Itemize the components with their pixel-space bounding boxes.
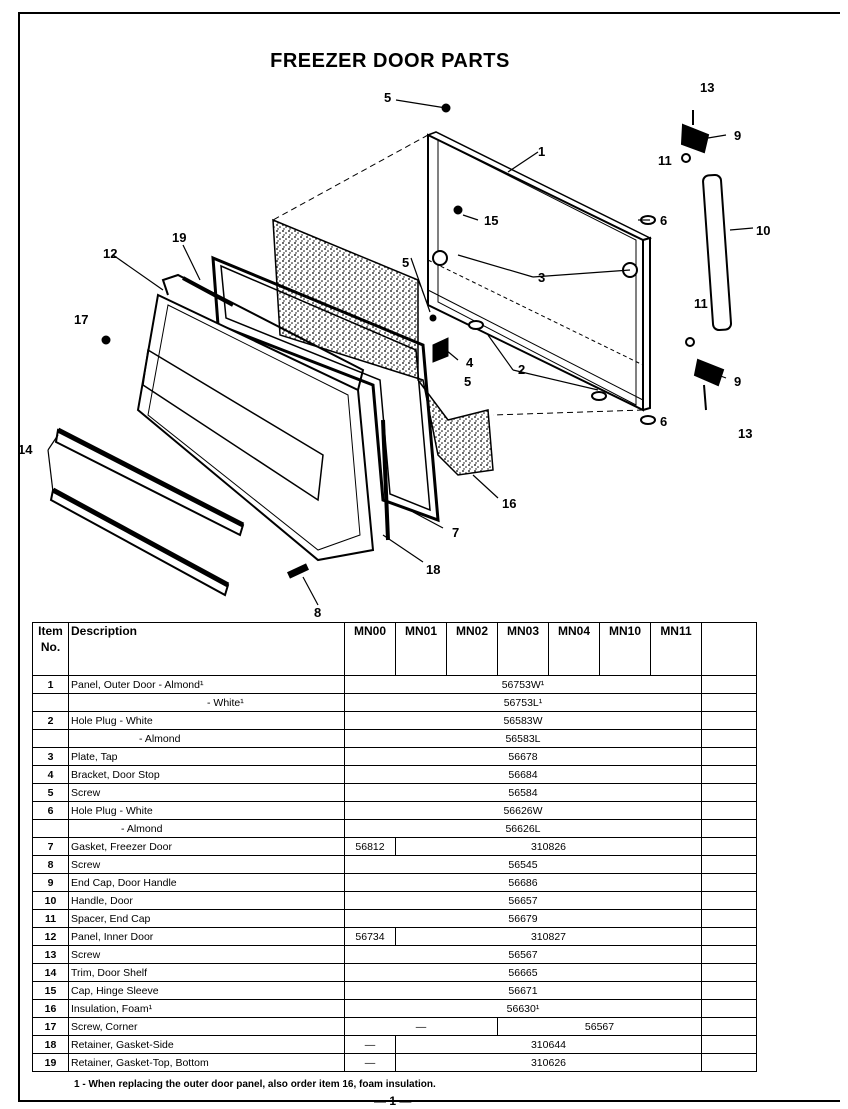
- page-title: FREEZER DOOR PARTS: [270, 50, 510, 72]
- table-row: 4 Bracket, Door Stop 56684: [32, 765, 757, 784]
- table-row: 6 Hole Plug - White 56626W: [32, 801, 757, 820]
- callout-17: 17: [74, 312, 88, 327]
- callout-1: 1: [538, 144, 545, 159]
- header-model: MN04: [548, 622, 600, 676]
- table-row: 15 Cap, Hinge Sleeve 56671: [32, 981, 757, 1000]
- callout-16: 16: [502, 496, 516, 511]
- header-model: MN01: [395, 622, 447, 676]
- callout-18: 18: [426, 562, 440, 577]
- table-row: 16 Insulation, Foam¹ 56630¹: [32, 999, 757, 1018]
- callout-5b: 5: [402, 255, 409, 270]
- table-row: - Almond 56583L: [32, 729, 757, 748]
- table-row: 9 End Cap, Door Handle 56686: [32, 873, 757, 892]
- callout-19: 19: [172, 230, 186, 245]
- gasket-retainer-side: [381, 419, 390, 541]
- callout-8: 8: [314, 605, 321, 620]
- callout-3: 3: [538, 270, 545, 285]
- callout-12: 12: [103, 246, 117, 261]
- header-model: MN03: [497, 622, 549, 676]
- table-row: 11 Spacer, End Cap 56679: [32, 909, 757, 928]
- header-model: MN00: [344, 622, 396, 676]
- table-row: - Almond 56626L: [32, 819, 757, 838]
- header-model: MN02: [446, 622, 498, 676]
- callout-7: 7: [452, 525, 459, 540]
- table-row: 13 Screw 56567: [32, 945, 757, 964]
- callout-10: 10: [756, 223, 770, 238]
- callout-9b: 9: [734, 374, 741, 389]
- callout-9a: 9: [734, 128, 741, 143]
- header-model: MN11: [650, 622, 702, 676]
- callout-14: 14: [18, 442, 33, 457]
- table-row: - White¹ 56753L¹: [32, 693, 757, 712]
- table-row: 18 Retainer, Gasket-Side — 310644: [32, 1035, 757, 1054]
- page-number: — 1 —: [374, 1094, 412, 1108]
- table-row: 14 Trim, Door Shelf 56665: [32, 963, 757, 982]
- leader-lines: [47, 99, 754, 606]
- header-blank: [701, 622, 757, 676]
- callout-13a: 13: [700, 80, 714, 95]
- header-description: Description: [68, 622, 345, 676]
- callout-5a: 5: [384, 90, 391, 105]
- callout-4: 4: [466, 355, 474, 370]
- table-row: 7 Gasket, Freezer Door 56812 310826: [32, 837, 757, 856]
- callout-15: 15: [484, 213, 498, 228]
- door-shelf-trim: [49, 427, 245, 597]
- table-row: 2 Hole Plug - White 56583W: [32, 711, 757, 730]
- callout-5c: 5: [464, 374, 471, 389]
- parts-sheet: [18, 12, 840, 1102]
- table-row: 19 Retainer, Gasket-Top, Bottom — 310626: [32, 1053, 757, 1072]
- table-row: 17 Screw, Corner — 56567: [32, 1017, 757, 1036]
- gasket-retainer-top: [182, 276, 234, 307]
- callout-11a: 11: [658, 153, 672, 168]
- callout-2: 2: [518, 362, 525, 377]
- callout-6a: 6: [660, 213, 667, 228]
- small-hardware: [101, 103, 656, 579]
- table-row: 8 Screw 56545: [32, 855, 757, 874]
- header-model: MN10: [599, 622, 651, 676]
- callout-13b: 13: [738, 426, 752, 441]
- foam-insulation: [272, 218, 494, 476]
- footnote: 1 - When replacing the outer door panel,…: [74, 1079, 436, 1090]
- outer-door-panel: [427, 131, 653, 412]
- table-row: 10 Handle, Door 56657: [32, 891, 757, 910]
- handle-assembly: [680, 110, 733, 411]
- table-row: 5 Screw 56584: [32, 783, 757, 802]
- callout-6b: 6: [660, 414, 667, 429]
- inner-door-panel: [136, 273, 375, 562]
- table-row: 3 Plate, Tap 56678: [32, 747, 757, 766]
- table-row: 12 Panel, Inner Door 56734 310827: [32, 927, 757, 946]
- table-row: 1 Panel, Outer Door - Almond¹ 56753W¹: [32, 675, 757, 694]
- exploded-diagram: 1 2 3 4 5 5 5 6 6 7 8 9 9 10 11 11 12 13…: [18, 80, 808, 620]
- callout-11b: 11: [694, 296, 708, 311]
